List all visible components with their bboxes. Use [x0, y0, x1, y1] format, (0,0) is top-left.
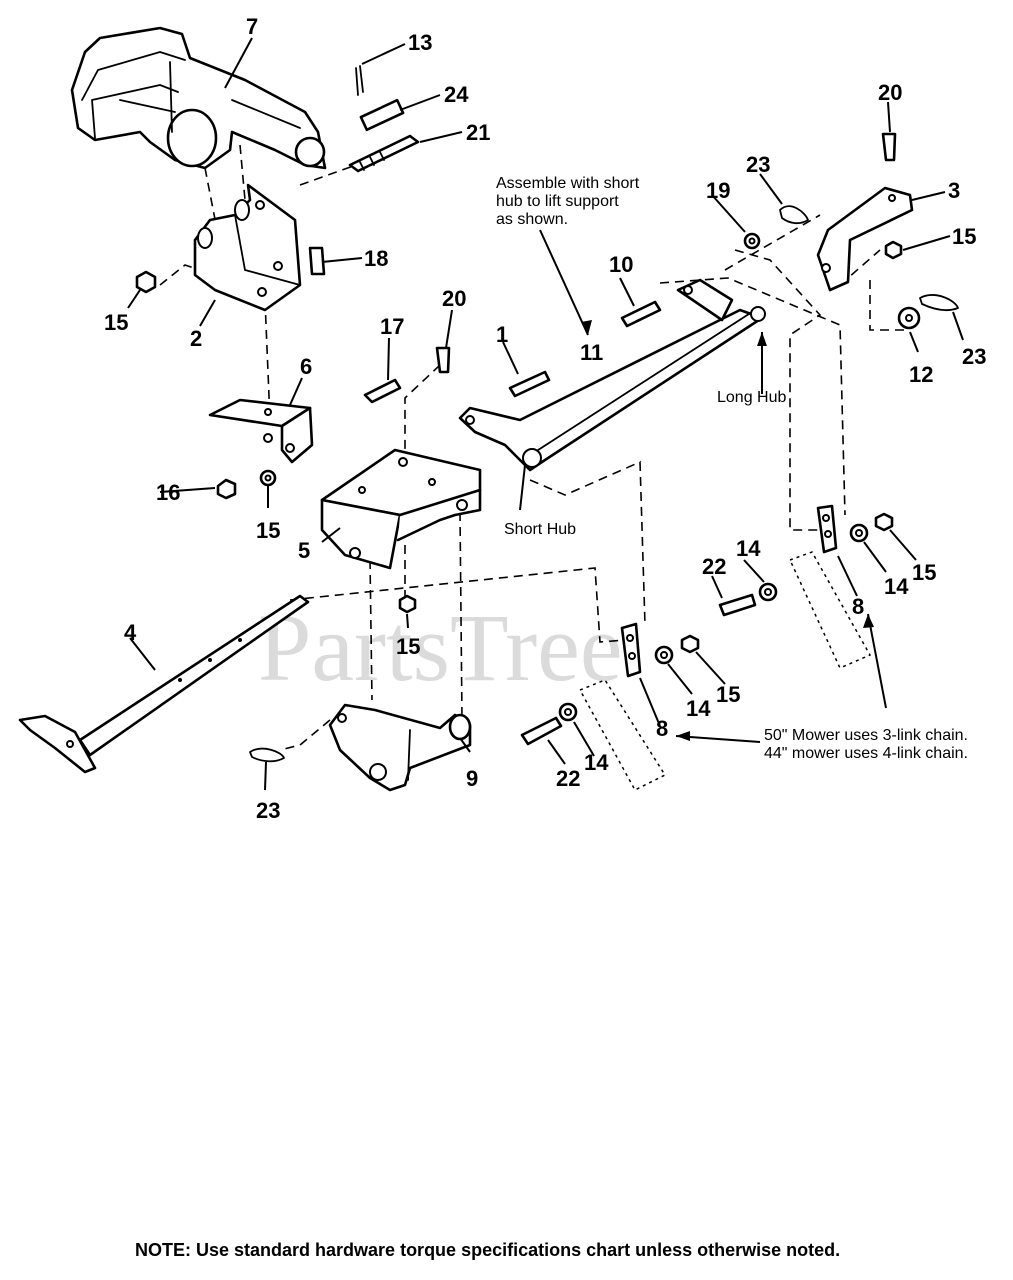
callout-17: 17 [380, 314, 404, 339]
callout-23-a: 23 [746, 152, 770, 177]
bracket-part-3 [816, 186, 914, 292]
callout-4: 4 [124, 620, 137, 645]
callout-8-a: 8 [852, 594, 864, 619]
watermark: PartsTree [258, 594, 622, 701]
callout-10: 10 [609, 252, 633, 277]
callout-15-e: 15 [912, 560, 936, 585]
leader-lines [127, 37, 964, 791]
callout-23-c: 23 [256, 798, 280, 823]
lift-support-part-5 [320, 448, 482, 570]
callout-22-b: 22 [556, 766, 580, 791]
callout-14-c: 14 [686, 696, 711, 721]
lift-rod-part-4 [18, 594, 310, 774]
chain-note-line-2: 44" mower uses 4-link chain. [764, 745, 968, 762]
annotations: Assemble with short hub to lift support … [496, 175, 968, 762]
assemble-note-line-2: hub to lift support [496, 193, 619, 210]
callout-3: 3 [948, 178, 960, 203]
plate-part-6 [208, 398, 314, 464]
callout-15-f: 15 [716, 682, 740, 707]
assemble-note-line-1: Assemble with short [496, 175, 640, 192]
callout-15-d: 15 [396, 634, 420, 659]
assembly-guide-lines [159, 144, 905, 751]
callout-14-b: 14 [884, 574, 909, 599]
callout-15-b: 15 [952, 224, 976, 249]
callout-19: 19 [706, 178, 730, 203]
callout-6: 6 [300, 354, 312, 379]
chain-note-line-1: 50" Mower uses 3-link chain. [764, 727, 968, 744]
callout-2: 2 [190, 326, 202, 351]
actuator-part-7 [70, 26, 327, 170]
callout-8-b: 8 [656, 716, 668, 741]
callout-14-d: 14 [584, 750, 609, 775]
callout-21: 21 [466, 120, 490, 145]
callout-1: 1 [496, 322, 508, 347]
callout-7: 7 [246, 14, 258, 39]
callout-9: 9 [466, 766, 478, 791]
callout-13: 13 [408, 30, 432, 55]
short-hub-label: Short Hub [504, 521, 576, 538]
callout-14-a: 14 [736, 536, 761, 561]
lift-link-part-9 [328, 703, 472, 792]
long-hub-label: Long Hub [717, 389, 786, 406]
callout-16: 16 [156, 480, 180, 505]
torque-note: NOTE: Use standard hardware torque speci… [135, 1240, 840, 1260]
callout-23-b: 23 [962, 344, 986, 369]
callout-12: 12 [909, 362, 933, 387]
callout-18: 18 [364, 246, 388, 271]
callout-5: 5 [298, 538, 310, 563]
callout-11: 11 [580, 340, 603, 365]
callout-15-a: 15 [104, 310, 128, 335]
callout-20-a: 20 [442, 286, 466, 311]
bracket-part-2 [193, 183, 302, 312]
callout-20-b: 20 [878, 80, 902, 105]
callout-15-c: 15 [256, 518, 280, 543]
callout-22-a: 22 [702, 554, 726, 579]
callout-24: 24 [444, 82, 469, 107]
lift-shaft-part-11 [458, 278, 766, 472]
hardware [135, 65, 959, 791]
callout-numbers: 7 13 24 21 18 15 2 6 17 20 1 11 10 19 23… [104, 14, 986, 823]
assemble-note-line-3: as shown. [496, 211, 568, 228]
